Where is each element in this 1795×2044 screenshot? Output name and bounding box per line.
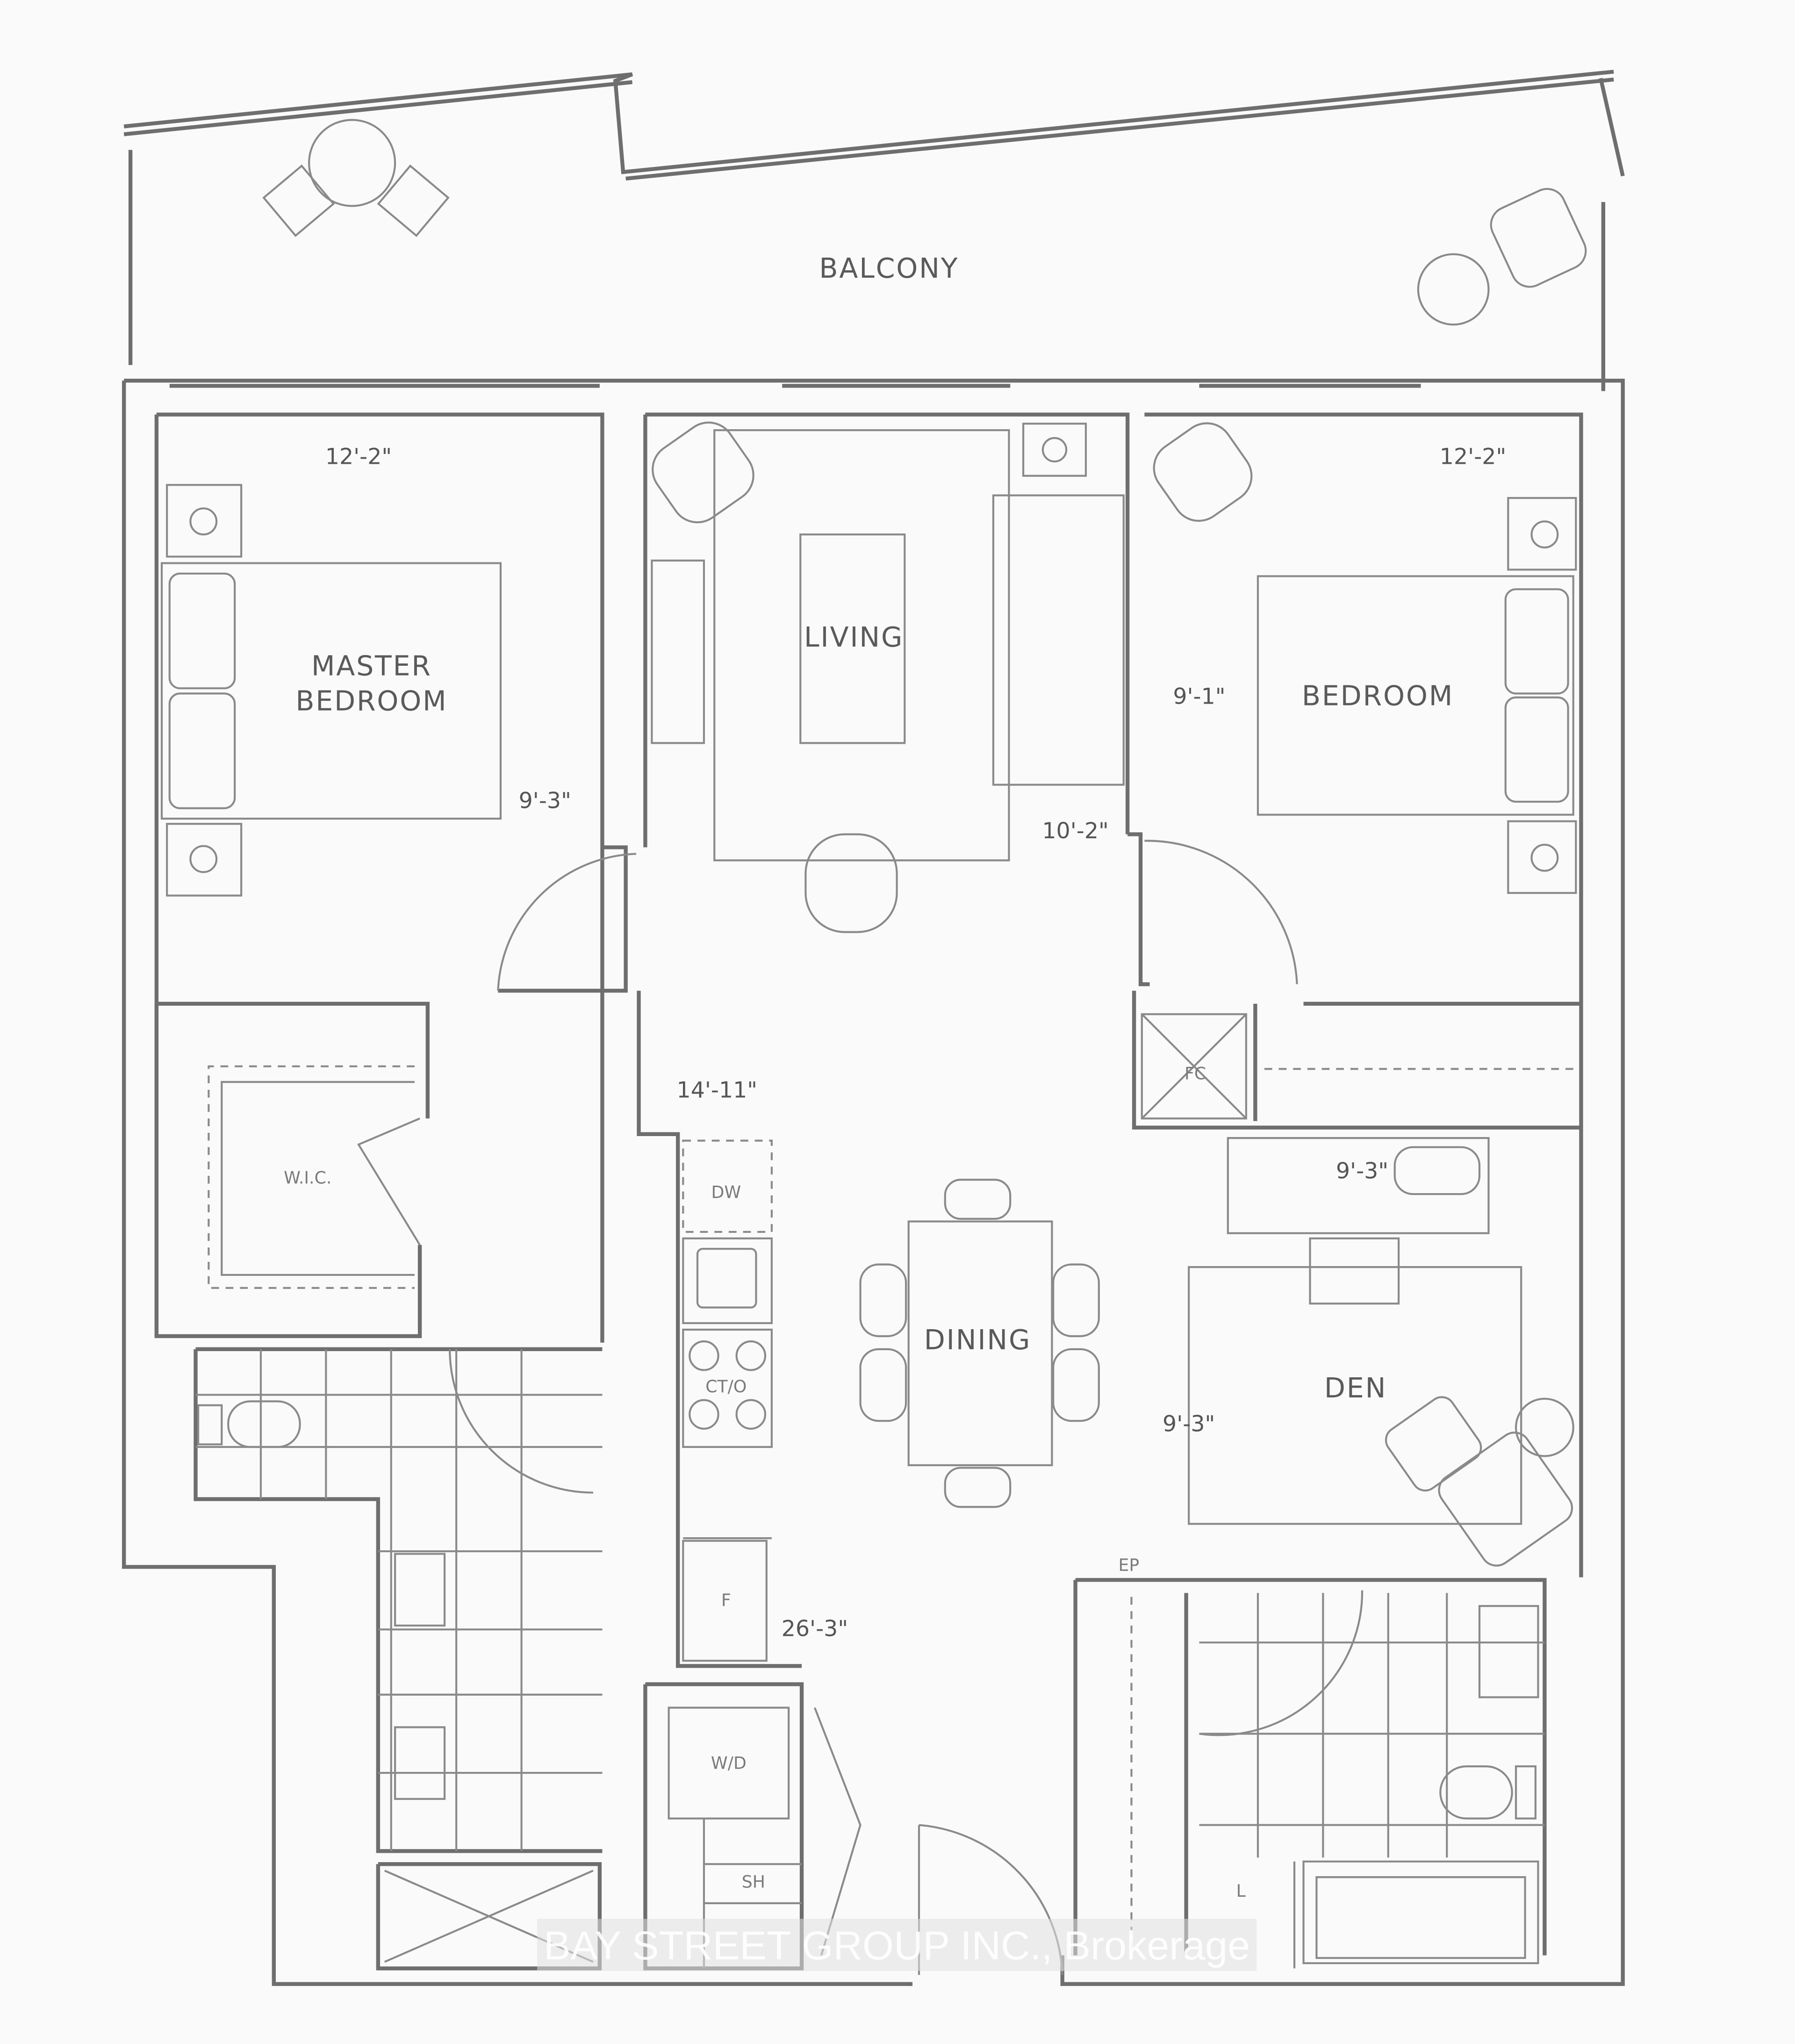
wic-shelving xyxy=(208,1065,415,1289)
label-master-bedroom-1: MASTER xyxy=(311,650,432,682)
label-bedroom: BEDROOM xyxy=(1302,680,1454,712)
dim-overall-length: 26'-3" xyxy=(782,1616,848,1641)
label-fc: FC xyxy=(1185,1064,1206,1084)
master-bed xyxy=(160,484,502,897)
doors xyxy=(357,840,1364,1975)
living-furniture xyxy=(651,421,1125,933)
label-dining: DINING xyxy=(924,1324,1031,1356)
label-balcony: BALCONY xyxy=(819,252,959,284)
laundry xyxy=(668,1706,802,1969)
balcony-table-chair-right xyxy=(1417,187,1587,326)
dim-living-width: 9'-1" xyxy=(1173,684,1225,710)
dim-master-depth: 9'-3" xyxy=(519,788,571,814)
dim-master-width: 12'-2" xyxy=(325,444,392,470)
balcony-railing xyxy=(123,70,1625,391)
label-dw: DW xyxy=(711,1182,741,1202)
kitchen xyxy=(682,1139,773,1662)
dim-den-depth: 9'-3" xyxy=(1163,1411,1215,1437)
label-wd: W/D xyxy=(711,1753,747,1773)
label-den: DEN xyxy=(1324,1372,1387,1404)
bedroom-bed xyxy=(1153,422,1577,894)
label-living: LIVING xyxy=(804,621,904,653)
label-fridge: F xyxy=(721,1590,731,1610)
label-wic: W.I.C. xyxy=(284,1168,331,1188)
dim-bedroom-width: 12'-2" xyxy=(1440,444,1506,470)
watermark: BAY STREET GROUP INC., Brokerage xyxy=(544,1923,1250,1968)
label-master-bedroom-2: BEDROOM xyxy=(295,685,447,717)
label-ep: EP xyxy=(1119,1555,1140,1575)
bedroom-closet xyxy=(1141,1013,1578,1120)
master-ensuite xyxy=(195,1349,603,1963)
second-bathroom xyxy=(1130,1593,1545,1969)
den-furniture xyxy=(1188,1137,1574,1567)
watermark-band xyxy=(537,1919,1257,1971)
label-linen: L xyxy=(1236,1881,1246,1901)
dining-table xyxy=(859,1179,1100,1508)
balcony-table-chairs-left xyxy=(262,119,450,237)
label-shelf: SH xyxy=(742,1871,765,1892)
dim-den-width: 9'-3" xyxy=(1336,1159,1388,1184)
label-cto: CT/O xyxy=(705,1376,747,1396)
interior-walls xyxy=(154,832,1581,1971)
dim-living-depth: 10'-2" xyxy=(1042,818,1108,844)
dim-kitchen-length: 14'-11" xyxy=(677,1078,758,1103)
